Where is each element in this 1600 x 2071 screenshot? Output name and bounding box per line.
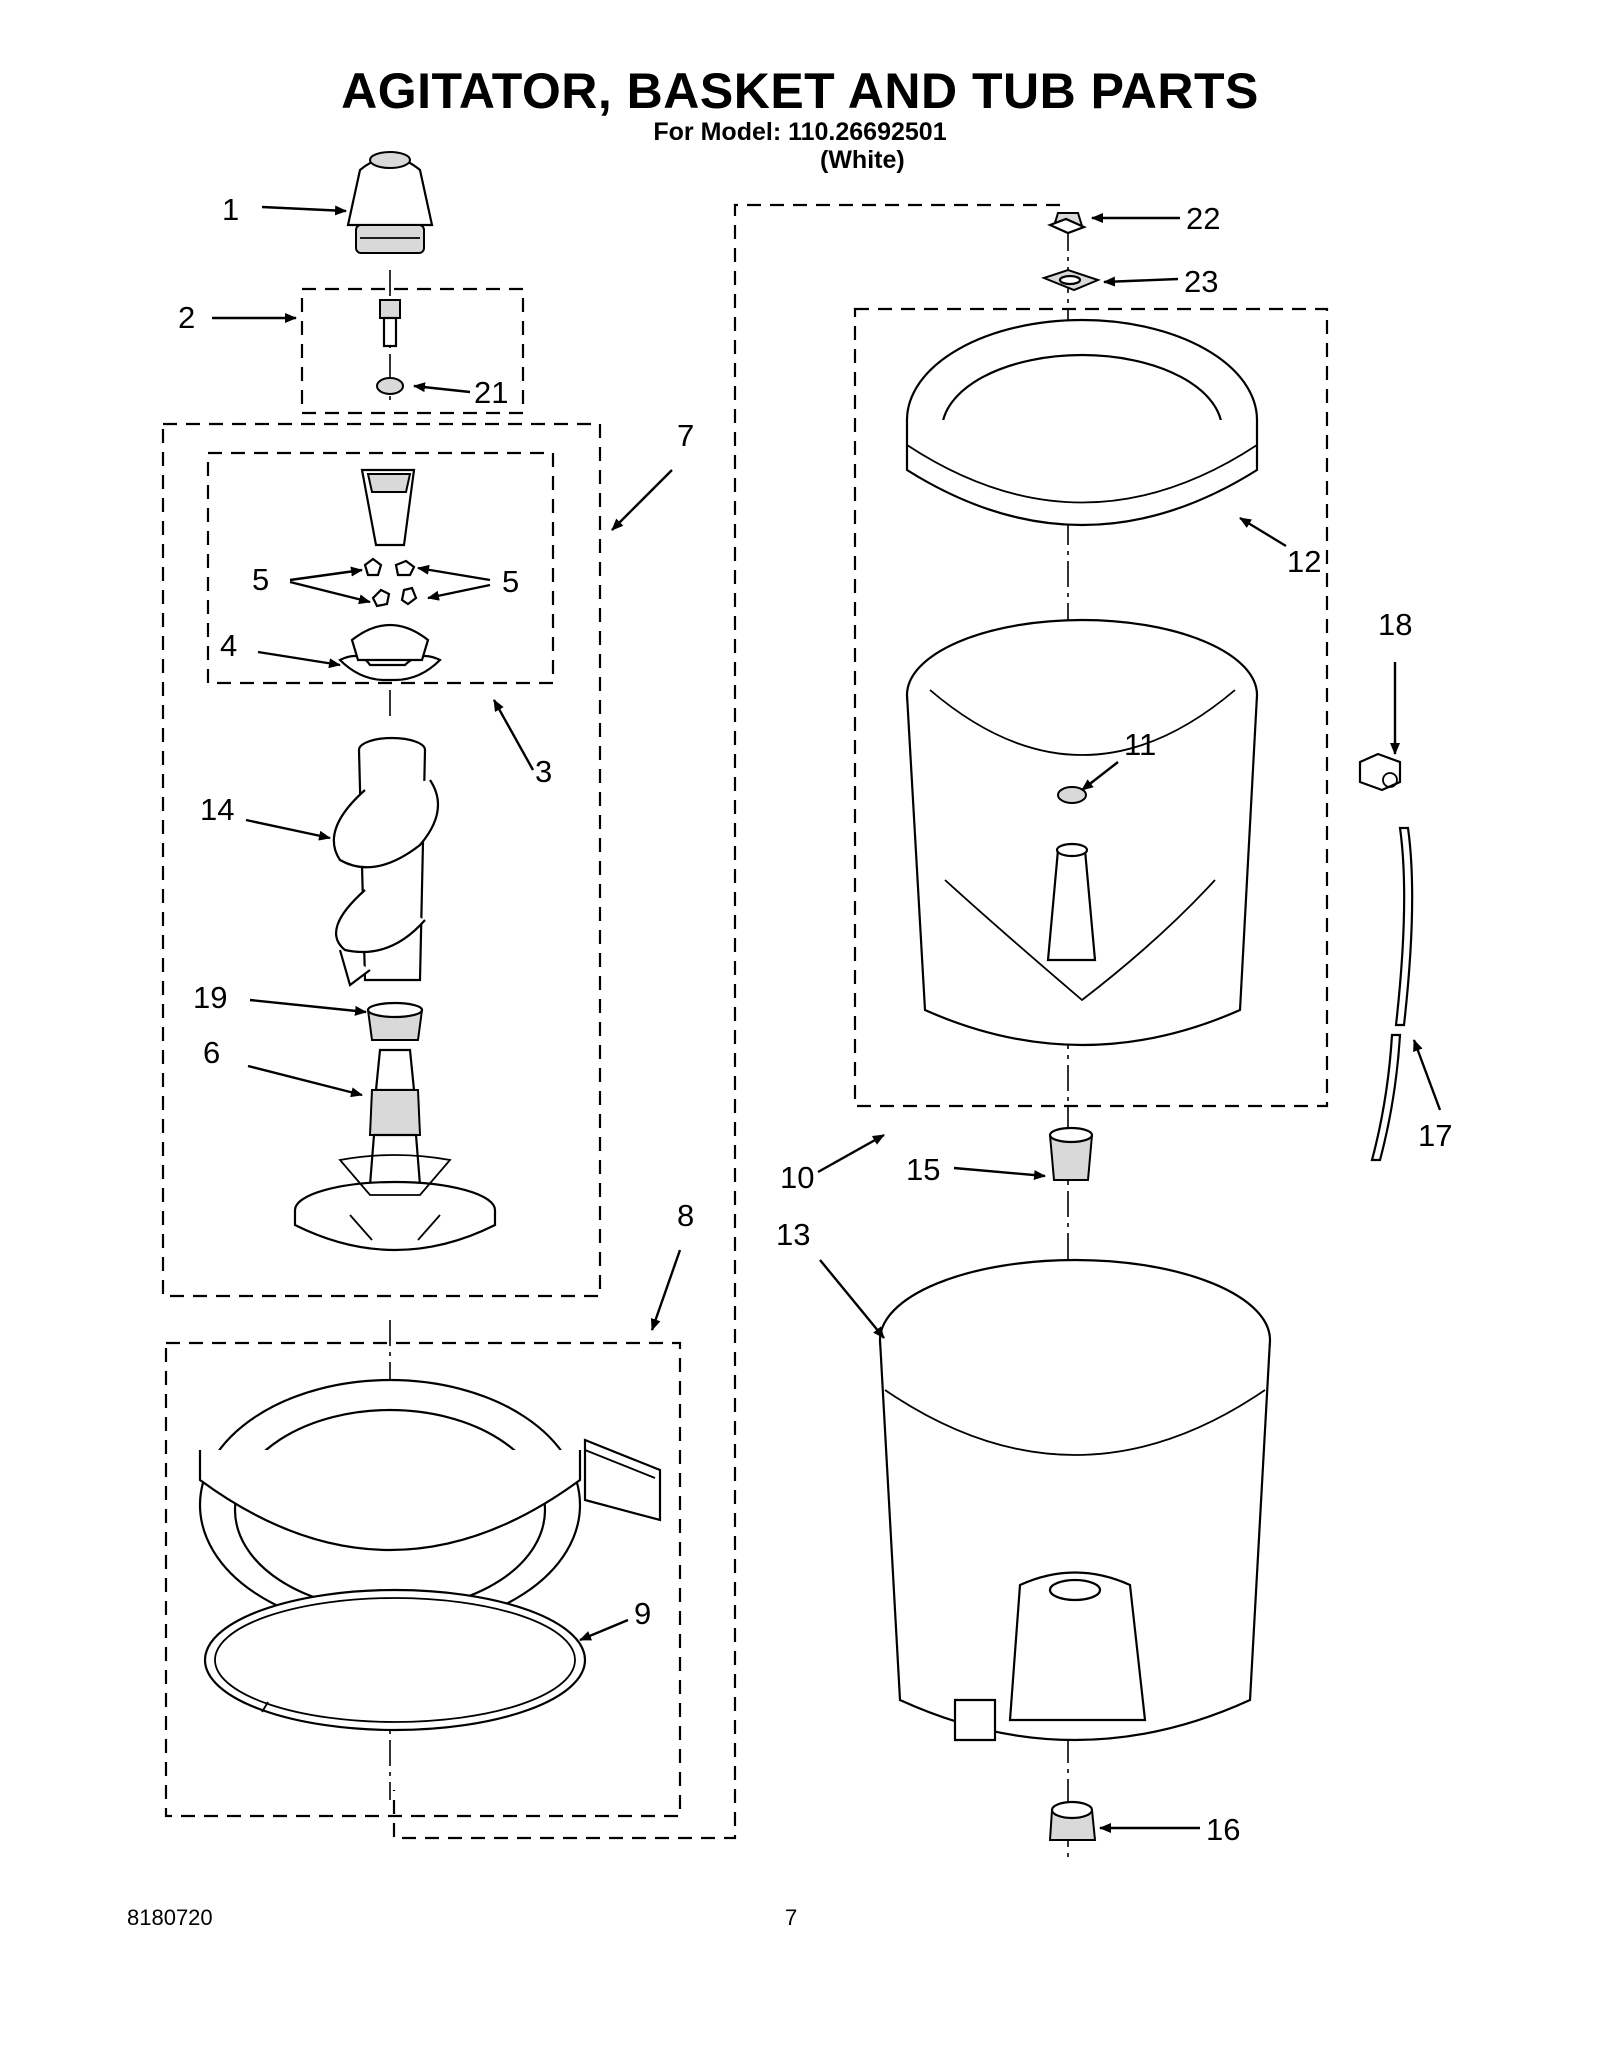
page-number: 7 xyxy=(785,1905,798,1930)
callout-4: 4 xyxy=(220,628,237,663)
callout-5-right: 5 xyxy=(502,564,519,599)
callout-3: 3 xyxy=(535,754,552,789)
agitator-cam-part xyxy=(360,468,416,547)
arrow-5b-top xyxy=(417,564,491,582)
callout-15: 15 xyxy=(906,1152,940,1187)
callout-12: 12 xyxy=(1287,544,1321,579)
nut-part xyxy=(1047,212,1087,235)
drive-bell-part xyxy=(366,1001,424,1041)
washer-part xyxy=(376,377,404,395)
group-box-10 xyxy=(853,307,1329,1108)
group-box-2 xyxy=(300,287,525,415)
arrow-8 xyxy=(650,1249,682,1331)
group-box-3 xyxy=(206,451,555,685)
callout-22: 22 xyxy=(1186,201,1220,236)
arrow-17 xyxy=(1412,1039,1442,1111)
page-title: AGITATOR, BASKET AND TUB PARTS xyxy=(341,63,1259,119)
basket-ring-part xyxy=(905,318,1259,527)
arrow-1 xyxy=(261,205,347,216)
callout-16: 16 xyxy=(1206,1812,1240,1847)
arrow-12 xyxy=(1239,516,1287,548)
arrow-11 xyxy=(1081,761,1119,791)
callout-11: 11 xyxy=(1124,727,1156,762)
hose-part xyxy=(1370,826,1414,1162)
arrow-5a-top xyxy=(289,566,363,582)
arrow-14 xyxy=(245,818,331,841)
agitator-dogs-part xyxy=(363,557,418,608)
auger-part xyxy=(332,736,440,987)
hose-clamp-part xyxy=(1358,752,1402,792)
arrow-21 xyxy=(413,382,471,394)
cam-follower-part xyxy=(338,623,442,682)
arrow-23 xyxy=(1103,276,1179,287)
bolt-part xyxy=(379,299,401,348)
basket-drive-hub-part xyxy=(1057,786,1087,804)
callout-1: 1 xyxy=(222,192,239,227)
model-line: For Model: 110.26692501 xyxy=(653,118,947,146)
drive-tube-bearing-part xyxy=(1048,1800,1097,1841)
callout-8: 8 xyxy=(677,1198,694,1233)
arrow-3 xyxy=(492,699,535,771)
callout-7: 7 xyxy=(677,418,694,453)
balance-ring-part xyxy=(203,1588,587,1732)
callout-18: 18 xyxy=(1378,607,1412,642)
group-box-7 xyxy=(161,422,602,1298)
callout-9: 9 xyxy=(634,1596,651,1631)
document-code: 8180720 xyxy=(127,1905,213,1930)
arrow-9 xyxy=(579,1618,629,1642)
arrow-5a-bottom xyxy=(289,580,371,605)
callout-5-left: 5 xyxy=(252,562,269,597)
callout-23: 23 xyxy=(1184,264,1218,299)
arrow-7 xyxy=(611,469,673,531)
tub-part xyxy=(878,1258,1272,1742)
arrow-15 xyxy=(953,1166,1046,1181)
connector-line xyxy=(392,203,1060,1840)
callout-13: 13 xyxy=(776,1217,810,1252)
callout-21: 21 xyxy=(474,375,508,410)
arrow-4 xyxy=(257,650,341,669)
arrow-6 xyxy=(247,1064,363,1098)
callout-10: 10 xyxy=(780,1160,814,1195)
callout-2: 2 xyxy=(178,300,195,335)
group-box-8 xyxy=(164,1341,682,1818)
ring-part xyxy=(198,1378,662,1632)
agitator-base-part xyxy=(293,1048,497,1251)
callout-19: 19 xyxy=(193,980,227,1015)
arrow-19 xyxy=(249,998,367,1016)
color-line: (White) xyxy=(820,146,905,174)
agitator-cap-part xyxy=(346,151,434,254)
arrow-10 xyxy=(817,1133,885,1174)
callout-6: 6 xyxy=(203,1035,220,1070)
callout-17: 17 xyxy=(1418,1118,1452,1153)
hub-nut-part xyxy=(1041,268,1101,292)
basket-part xyxy=(905,618,1259,1047)
drive-tube-seal-part xyxy=(1048,1126,1094,1181)
callout-14: 14 xyxy=(200,792,234,827)
arrow-13 xyxy=(819,1259,885,1339)
arrow-5b-bottom xyxy=(427,583,491,601)
